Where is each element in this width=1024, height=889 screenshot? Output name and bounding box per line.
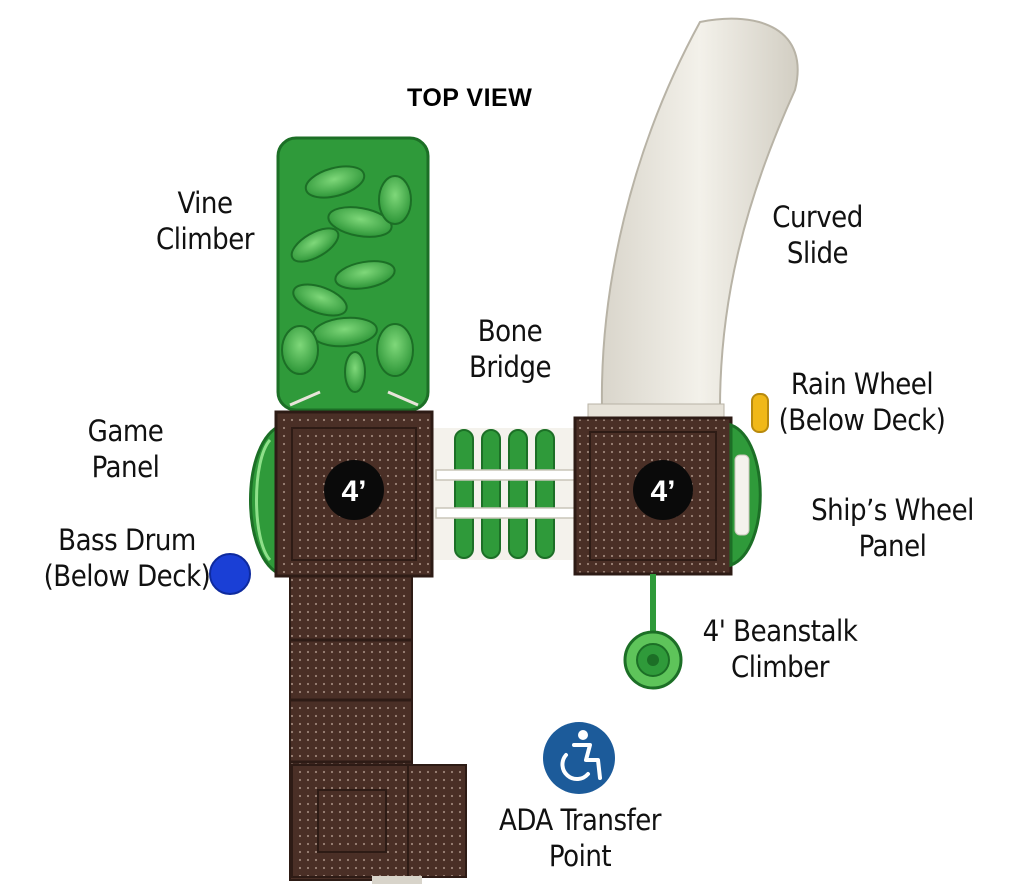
- label-rain-wheel: Rain Wheel(Below Deck): [778, 367, 946, 437]
- deck-left: [274, 410, 434, 578]
- bone-bridge: [430, 428, 580, 560]
- diagram-title: TOP VIEW: [407, 84, 533, 112]
- beanstalk-climber: [623, 574, 683, 690]
- bass-drum: [209, 553, 251, 595]
- ada-icon: [543, 722, 615, 794]
- deck-left-height: 4’: [341, 475, 366, 508]
- rain-wheel: [751, 393, 769, 433]
- deck-right: [573, 416, 733, 576]
- label-bass-drum: Bass Drum(Below Deck): [43, 523, 211, 593]
- game-panel: [249, 422, 284, 578]
- deck-steps: [289, 574, 467, 884]
- ships-wheel-panel: [729, 422, 762, 568]
- vine-climber: [276, 136, 430, 412]
- deck-right-height: 4’: [650, 475, 675, 508]
